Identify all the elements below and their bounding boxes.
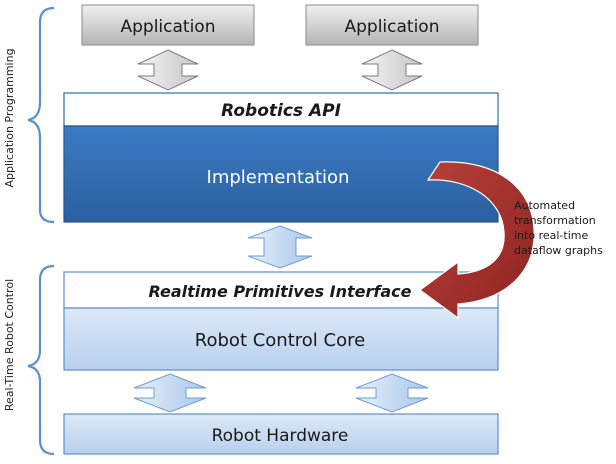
annotation-line-2: transformation: [514, 214, 596, 227]
hardware-label: Robot Hardware: [212, 426, 349, 446]
rpi-label: Realtime Primitives Interface: [149, 282, 412, 301]
double-arrow-core-hardware-1: [133, 373, 207, 413]
control-core-label: Robot Control Core: [195, 330, 365, 351]
brace-application-programming: [27, 6, 55, 224]
application-box-2: [305, 4, 479, 46]
transformation-arrow: [418, 161, 535, 320]
double-arrow-app-1: [137, 49, 199, 91]
brace-realtime-control: [27, 264, 55, 456]
robotics-api-layer: [63, 92, 499, 127]
double-arrow-app-2: [361, 49, 423, 91]
hardware-layer: [63, 413, 499, 455]
label-application-programming: Application Programming: [3, 48, 16, 187]
application-box-1: [81, 4, 255, 46]
double-arrow-implementation-rpi: [247, 225, 313, 269]
application-label-2: Application: [345, 17, 440, 37]
double-arrow-core-hardware-2: [355, 373, 429, 413]
implementation-layer: [63, 125, 499, 223]
implementation-label: Implementation: [207, 167, 350, 188]
annotation-line-1: Automated: [514, 199, 575, 212]
application-label-1: Application: [121, 17, 216, 37]
annotation-line-4: dataflow graphs: [514, 244, 603, 257]
control-core-layer: [63, 307, 499, 371]
annotation-line-3: into real-time: [514, 229, 588, 242]
label-realtime-control: Real-Time Robot Control: [3, 279, 16, 411]
robotics-api-label: Robotics API: [221, 101, 341, 121]
